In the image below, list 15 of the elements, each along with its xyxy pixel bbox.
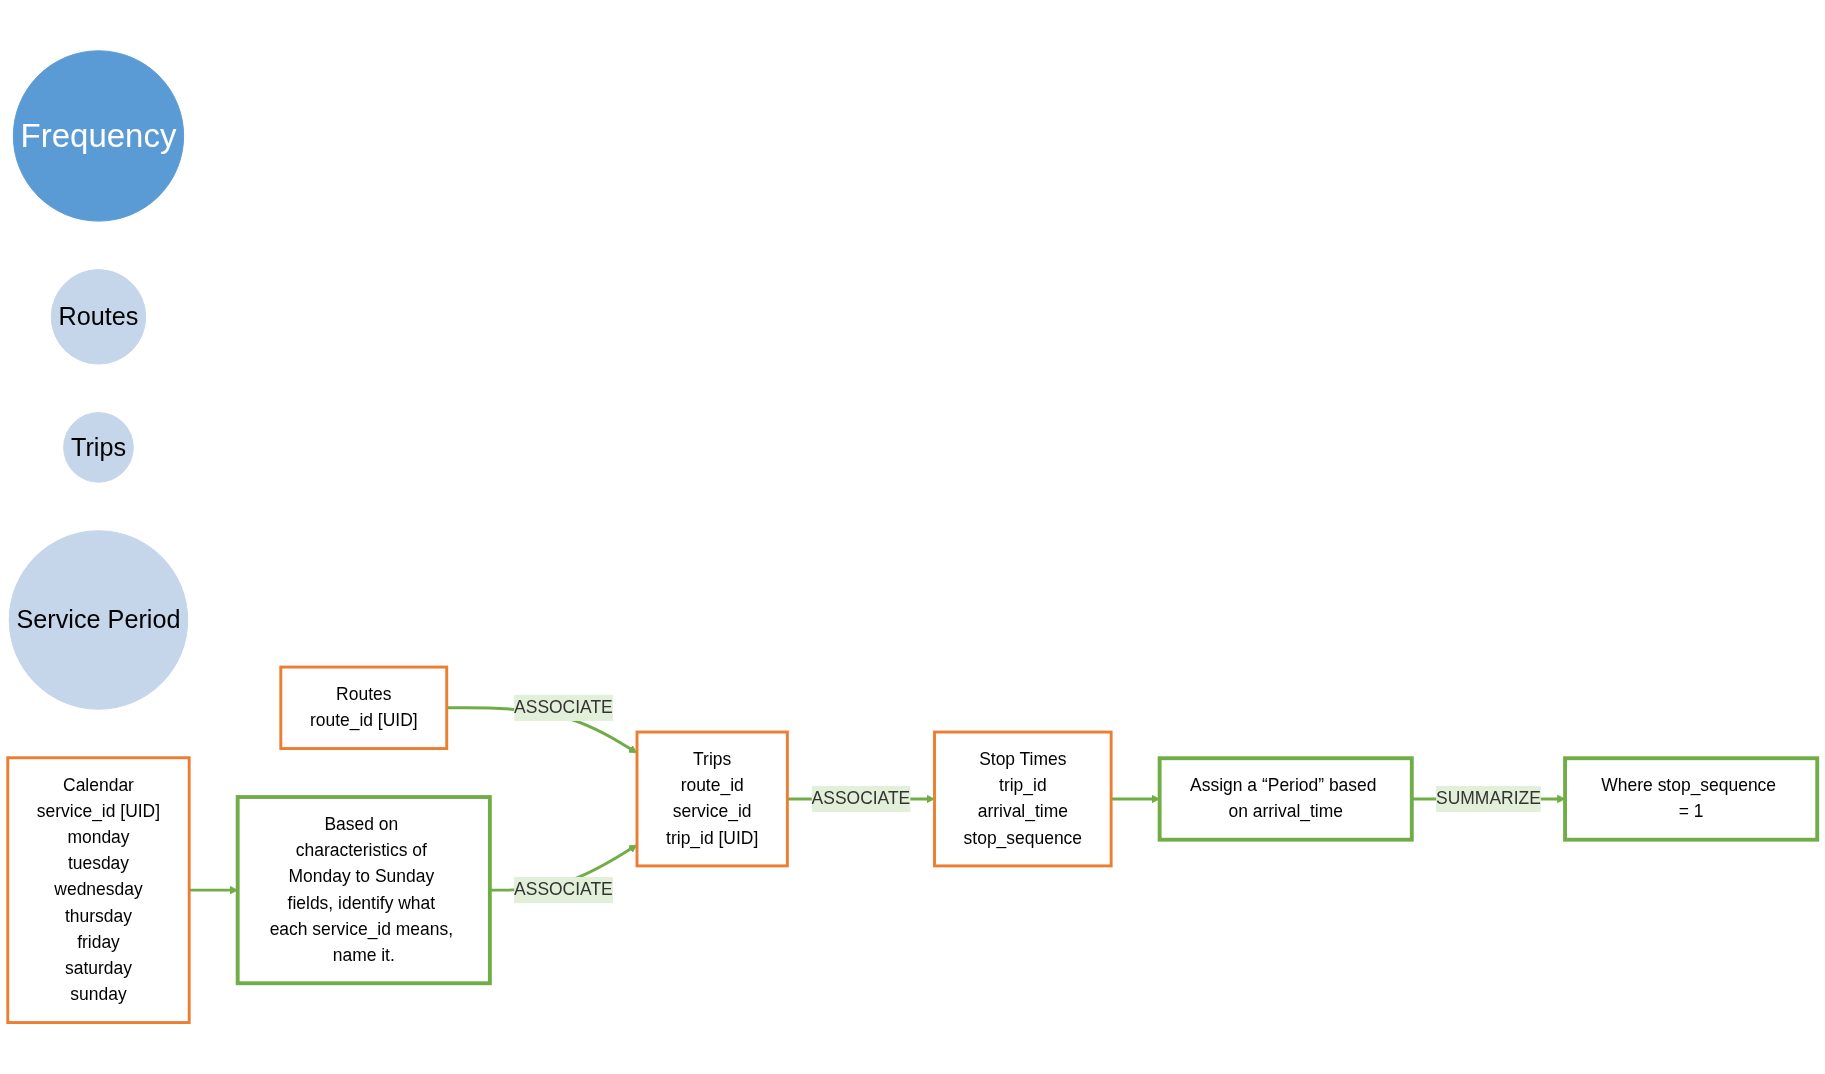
edge-label: ASSOCIATE [514,880,613,900]
node-box: Stop Times trip_id arrival_time stop_sequence [933,730,1113,868]
node-circle: Frequency [12,50,185,222]
node-box: Where stop_sequence = 1 [1563,756,1820,842]
node-box: Calendar service_id [UID] monday tuesday wednesday thursday friday saturday sunday [6,756,191,1025]
node-box: Trips route_id service_id trip_id [UID] [635,730,789,868]
edge-label: SUMMARIZE [1436,789,1541,809]
node-circle: Routes [50,269,147,365]
node-circle: Service Period [8,530,189,711]
edge-label: ASSOCIATE [514,697,613,718]
node-box: Based on characteristics of Monday to Sunday fields, identify what each service_id means, name it. [235,795,492,986]
edge-label: ASSOCIATE [811,789,911,809]
node-box: Routes route_id [UID] [279,665,449,751]
node-box: Assign a “Period” based on arrival_time [1157,756,1414,842]
node-circle: Trips [63,412,134,484]
